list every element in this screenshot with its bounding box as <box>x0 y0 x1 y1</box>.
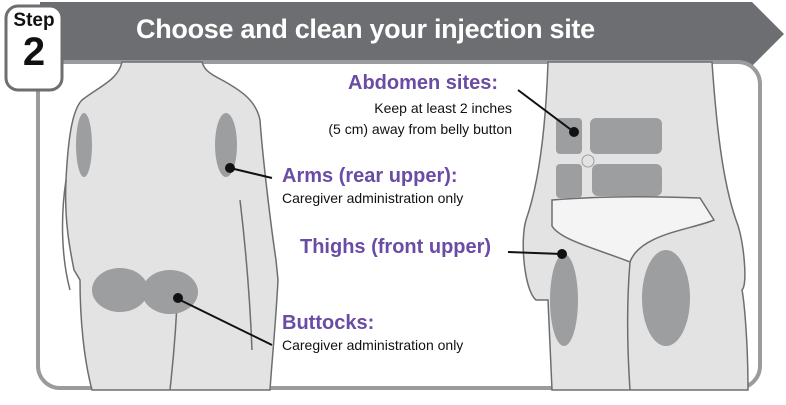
left-arm-site <box>76 113 92 177</box>
right-buttock-site <box>142 270 198 314</box>
back-injection-sites <box>76 113 237 314</box>
abdomen-site-lower-right <box>592 164 662 196</box>
abdomen-site-upper-left <box>556 118 582 154</box>
thighs-label: Thighs (front upper) <box>300 236 492 258</box>
front-injection-sites <box>550 118 690 346</box>
arms-note: Caregiver administration only <box>282 190 464 206</box>
buttocks-note: Caregiver administration only <box>282 337 464 353</box>
belly-button <box>581 154 595 168</box>
title-banner <box>40 2 784 66</box>
abdomen-note-line2: (5 cm) away from belly button <box>328 121 512 137</box>
abdomen-site-lower-left <box>556 164 582 198</box>
right-thigh-site <box>642 250 690 346</box>
abdomen-note-line1: Keep at least 2 inches <box>374 100 512 116</box>
leader-lines <box>175 89 575 346</box>
buttocks-label: Buttocks: <box>282 312 375 334</box>
abdomen-site-upper-right <box>590 118 662 154</box>
right-arm-site <box>215 113 237 177</box>
front-body-figure <box>522 61 749 391</box>
page-title: Choose and clean your injection site <box>136 14 595 44</box>
left-thigh-site <box>550 254 578 346</box>
left-buttock-site <box>92 268 148 312</box>
step-badge <box>4 4 64 92</box>
arms-label: Arms (rear upper): <box>282 165 458 187</box>
step-number: 2 <box>22 30 46 74</box>
abdomen-label: Abdomen sites: <box>348 72 499 94</box>
back-body-figure <box>61 61 279 391</box>
step-label: Step <box>13 10 55 31</box>
